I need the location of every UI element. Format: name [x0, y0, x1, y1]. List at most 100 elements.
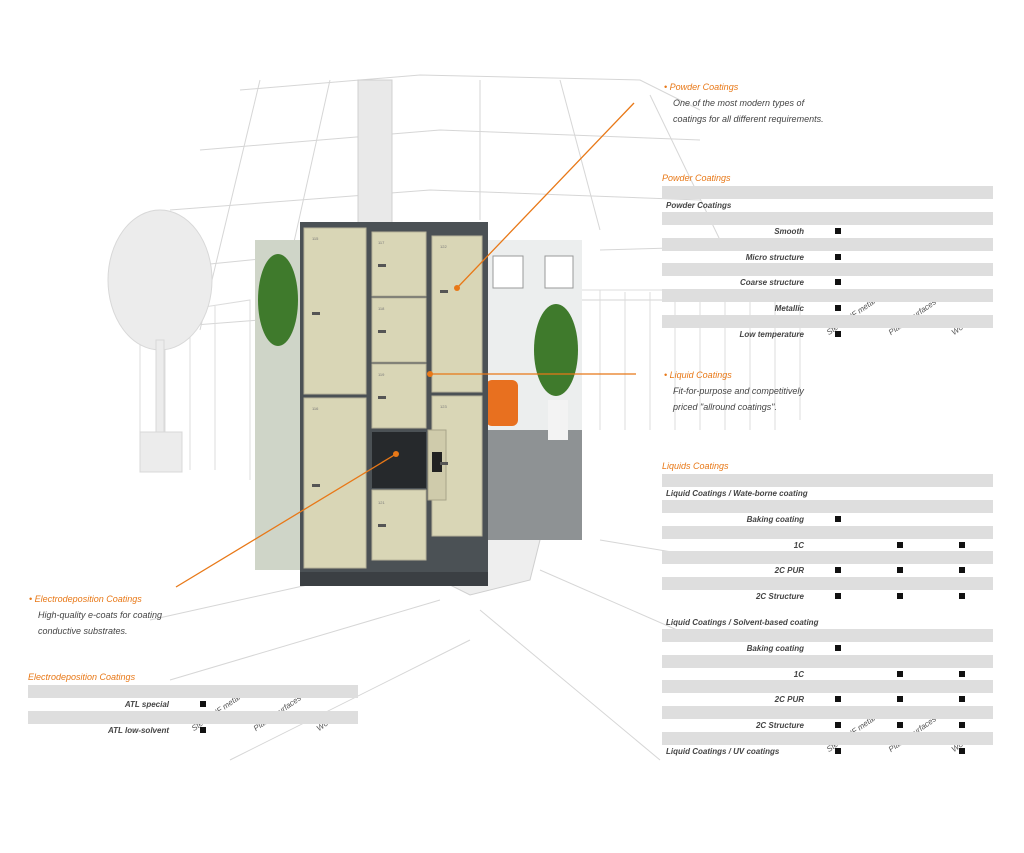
- table-row: Liquid Coatings / Wate-borne coating: [662, 487, 993, 500]
- table-row: Baking coating: [662, 642, 993, 655]
- table-row: Baking coating: [662, 513, 993, 526]
- table-cell-mark: [835, 227, 841, 234]
- powder-coatings-table: Powder CoatingsSteel / NF metalsPlastic …: [662, 173, 993, 341]
- table-row-label: Liquid Coatings / Solvent-based coating: [666, 617, 819, 627]
- locker-number-123: 123: [440, 404, 447, 409]
- table-row: Liquid Coatings / Solvent-based coating: [662, 616, 993, 629]
- plant-right: [534, 304, 578, 396]
- sketch-tree: [107, 209, 213, 473]
- table-row: [662, 289, 993, 303]
- table-cell-mark: [959, 722, 965, 729]
- locker-doors: [303, 227, 483, 569]
- electro-callout-line: [175, 453, 397, 588]
- table-row: [28, 685, 358, 698]
- table-row: 2C PUR: [662, 693, 993, 706]
- table-cell-mark: [835, 330, 841, 337]
- locker-keypad: [432, 452, 442, 472]
- room-wall-sign-2: [544, 255, 574, 289]
- table-row-label: Smooth: [774, 226, 804, 236]
- liquid-callout-title: • Liquid Coatings: [664, 370, 732, 380]
- locker-number-116: 116: [312, 406, 319, 411]
- table-cell-mark: [897, 593, 903, 600]
- table-cell-mark: [835, 515, 841, 522]
- powder-callout-line: [456, 102, 635, 289]
- table-row: [662, 732, 993, 745]
- locker-number-119: 119: [378, 372, 385, 377]
- table-row: [662, 525, 993, 539]
- table-cell-mark: [959, 541, 965, 548]
- table-row: ATL special: [28, 698, 358, 711]
- room-floor: [486, 430, 582, 540]
- table-row: [662, 680, 993, 694]
- table-cell-mark: [897, 541, 903, 548]
- table-row-label: 2C Structure: [755, 721, 804, 731]
- table-row-label: 1C: [793, 669, 804, 679]
- cabinet-base: [300, 572, 488, 586]
- table-row: [662, 474, 993, 487]
- table-row-label: Micro structure: [745, 252, 804, 262]
- electro-callout-desc-2: conductive substrates.: [38, 626, 128, 636]
- table-row-label: Powder Coatings: [666, 200, 732, 210]
- table-cell-mark: [897, 696, 903, 703]
- table-cell-mark: [959, 747, 965, 754]
- table-cell-mark: [959, 593, 965, 600]
- table-row: [662, 237, 993, 251]
- locker-door-116: [303, 397, 367, 569]
- table-row: [662, 315, 993, 328]
- table-row: [662, 551, 993, 565]
- table-row: [662, 628, 993, 642]
- sketch-pillar: [357, 79, 393, 231]
- table-row-label: ATL special: [124, 699, 169, 709]
- electrodeposition-coatings-table: Electrodeposition CoatingsSteel / NF met…: [28, 672, 358, 737]
- powder-callout-desc-2: coatings for all different requirements.: [673, 114, 824, 124]
- table-row: Liquid Coatings / UV coatings: [662, 745, 993, 758]
- plant-left: [258, 254, 298, 346]
- table-row-label: Coarse structure: [739, 278, 804, 288]
- table-cell-mark: [835, 644, 841, 651]
- table-row: 1C: [662, 539, 993, 552]
- liquid-callout-desc-1: Fit-for-purpose and competitively: [673, 386, 804, 396]
- table-cell-mark: [835, 696, 841, 703]
- table-row: 2C PUR: [662, 564, 993, 577]
- table-row: 2C Structure: [662, 719, 993, 732]
- locker-door-115: [303, 227, 367, 395]
- locker-number-117: 117: [378, 240, 385, 245]
- electro-callout-dot: [393, 451, 399, 457]
- liquid-callout: • Liquid Coatings Fit-for-purpose and co…: [664, 367, 804, 415]
- table-row: Low temperature: [662, 328, 993, 341]
- table-cell-mark: [835, 253, 841, 260]
- powder-callout-title: • Powder Coatings: [664, 82, 739, 92]
- table-row-label: 2C Structure: [755, 592, 804, 602]
- table-row: [662, 706, 993, 720]
- table-row: [662, 577, 993, 591]
- table-row: 1C: [662, 668, 993, 681]
- electro-callout-desc-1: High-quality e-coats for coating: [38, 610, 163, 620]
- table-row: 2C Structure: [662, 590, 993, 603]
- locker-number-121: 121: [378, 500, 385, 505]
- table-row-label: Metallic: [774, 304, 804, 314]
- table-row: [28, 710, 358, 724]
- table-row-label: Baking coating: [746, 643, 804, 653]
- planter-right: [548, 400, 568, 440]
- orange-chair: [486, 380, 518, 426]
- table-row-label: Baking coating: [746, 514, 804, 524]
- locker-number-115: 115: [312, 236, 319, 241]
- liquid-callout-dot: [427, 371, 433, 377]
- table-cell-mark: [959, 670, 965, 677]
- powder-callout-dot: [454, 285, 460, 291]
- table-row: Smooth: [662, 225, 993, 238]
- table-row: [662, 603, 993, 616]
- table-cell-mark: [897, 722, 903, 729]
- liquid-table-title: Liquids Coatings: [662, 461, 729, 471]
- table-row: ATL low-solvent: [28, 724, 358, 737]
- table-cell-mark: [835, 593, 841, 600]
- table-row: [662, 186, 993, 199]
- table-cell-mark: [200, 700, 206, 707]
- table-cell-mark: [959, 696, 965, 703]
- table-row: Metallic: [662, 302, 993, 315]
- powder-callout-desc-1: One of the most modern types of: [673, 98, 805, 108]
- table-cell-mark: [835, 279, 841, 286]
- electro-table-title: Electrodeposition Coatings: [28, 672, 136, 682]
- table-row-label: ATL low-solvent: [107, 725, 169, 735]
- table-row-label: Liquid Coatings / Wate-borne coating: [666, 488, 808, 498]
